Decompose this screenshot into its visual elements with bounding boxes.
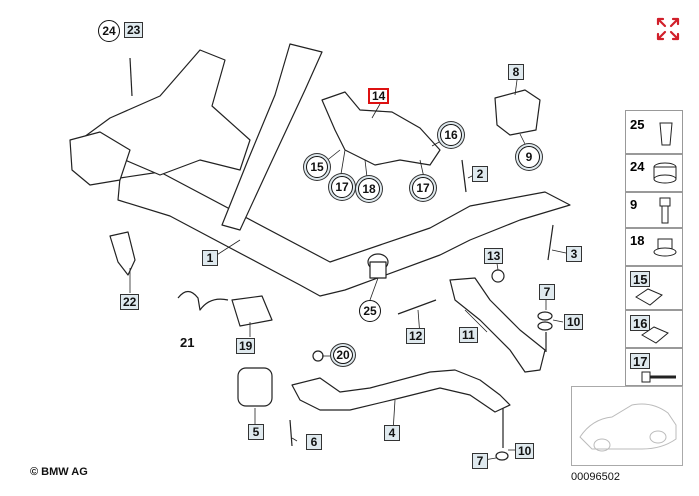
callout-9[interactable]: 9 bbox=[518, 146, 540, 168]
clip-nut-icon bbox=[635, 288, 663, 306]
callout-23[interactable]: 23 bbox=[124, 22, 144, 38]
callout-25[interactable]: 25 bbox=[359, 300, 381, 322]
sidebar-item-16[interactable]: 16 bbox=[625, 310, 683, 348]
sidebar-item-label: 18 bbox=[630, 233, 645, 248]
callout-7b[interactable]: 7 bbox=[472, 453, 488, 469]
callout-4[interactable]: 4 bbox=[384, 425, 400, 441]
sidebar-item-label: 24 bbox=[630, 159, 645, 174]
callout-15[interactable]: 15 bbox=[306, 156, 328, 178]
callout-1[interactable]: 1 bbox=[202, 250, 218, 266]
callout-8[interactable]: 8 bbox=[508, 64, 524, 80]
callout-7a[interactable]: 7 bbox=[539, 284, 555, 300]
callout-3[interactable]: 3 bbox=[566, 246, 582, 262]
diagram-reference-number: 00096502 bbox=[571, 471, 620, 483]
sidebar-item-17[interactable]: 17 bbox=[625, 348, 683, 386]
callout-24[interactable]: 24 bbox=[98, 20, 120, 42]
sidebar-item-9[interactable]: 9 bbox=[625, 192, 683, 228]
sidebar-item-25[interactable]: 25 bbox=[625, 110, 683, 154]
callout-10a[interactable]: 10 bbox=[564, 314, 584, 330]
sidebar-item-18[interactable]: 18 bbox=[625, 228, 683, 266]
callout-6[interactable]: 6 bbox=[306, 434, 322, 450]
callout-11[interactable]: 11 bbox=[459, 327, 478, 343]
callout-17b[interactable]: 17 bbox=[412, 177, 434, 199]
callout-12[interactable]: 12 bbox=[406, 328, 426, 344]
callout-13[interactable]: 13 bbox=[484, 248, 504, 264]
sidebar-item-label: 15 bbox=[630, 271, 651, 287]
sidebar-item-24[interactable]: 24 bbox=[625, 154, 683, 192]
callout-5[interactable]: 5 bbox=[248, 424, 264, 440]
callout-22[interactable]: 22 bbox=[120, 294, 140, 310]
callout-20[interactable]: 20 bbox=[333, 346, 353, 364]
sidebar-item-15[interactable]: 15 bbox=[625, 266, 683, 310]
vehicle-reference-image bbox=[571, 386, 683, 466]
callout-19[interactable]: 19 bbox=[236, 338, 256, 354]
sleeve-nut-icon bbox=[659, 122, 673, 146]
clip-nut-icon bbox=[641, 326, 669, 344]
car-icon bbox=[579, 403, 677, 452]
sidebar-item-label: 17 bbox=[630, 353, 651, 369]
sidebar-item-label: 16 bbox=[630, 315, 651, 331]
callout-18[interactable]: 18 bbox=[358, 178, 380, 200]
flange-nut-icon bbox=[653, 238, 677, 257]
copyright-text: © BMW AG bbox=[30, 466, 88, 478]
callout-10b[interactable]: 10 bbox=[515, 443, 535, 459]
callout-14[interactable]: 14 bbox=[368, 88, 390, 104]
self-tapping-screw-icon bbox=[641, 371, 676, 383]
hex-bolt-icon bbox=[659, 197, 671, 224]
sidebar-item-label: 25 bbox=[630, 117, 645, 132]
rubber-pad-icon bbox=[653, 162, 677, 184]
callout-21[interactable]: 21 bbox=[180, 335, 195, 350]
callout-17a[interactable]: 17 bbox=[331, 176, 353, 198]
callout-2[interactable]: 2 bbox=[472, 166, 488, 182]
expand-arrows-icon[interactable] bbox=[655, 16, 681, 42]
sidebar-item-label: 9 bbox=[630, 197, 638, 212]
callout-16[interactable]: 16 bbox=[440, 124, 462, 146]
